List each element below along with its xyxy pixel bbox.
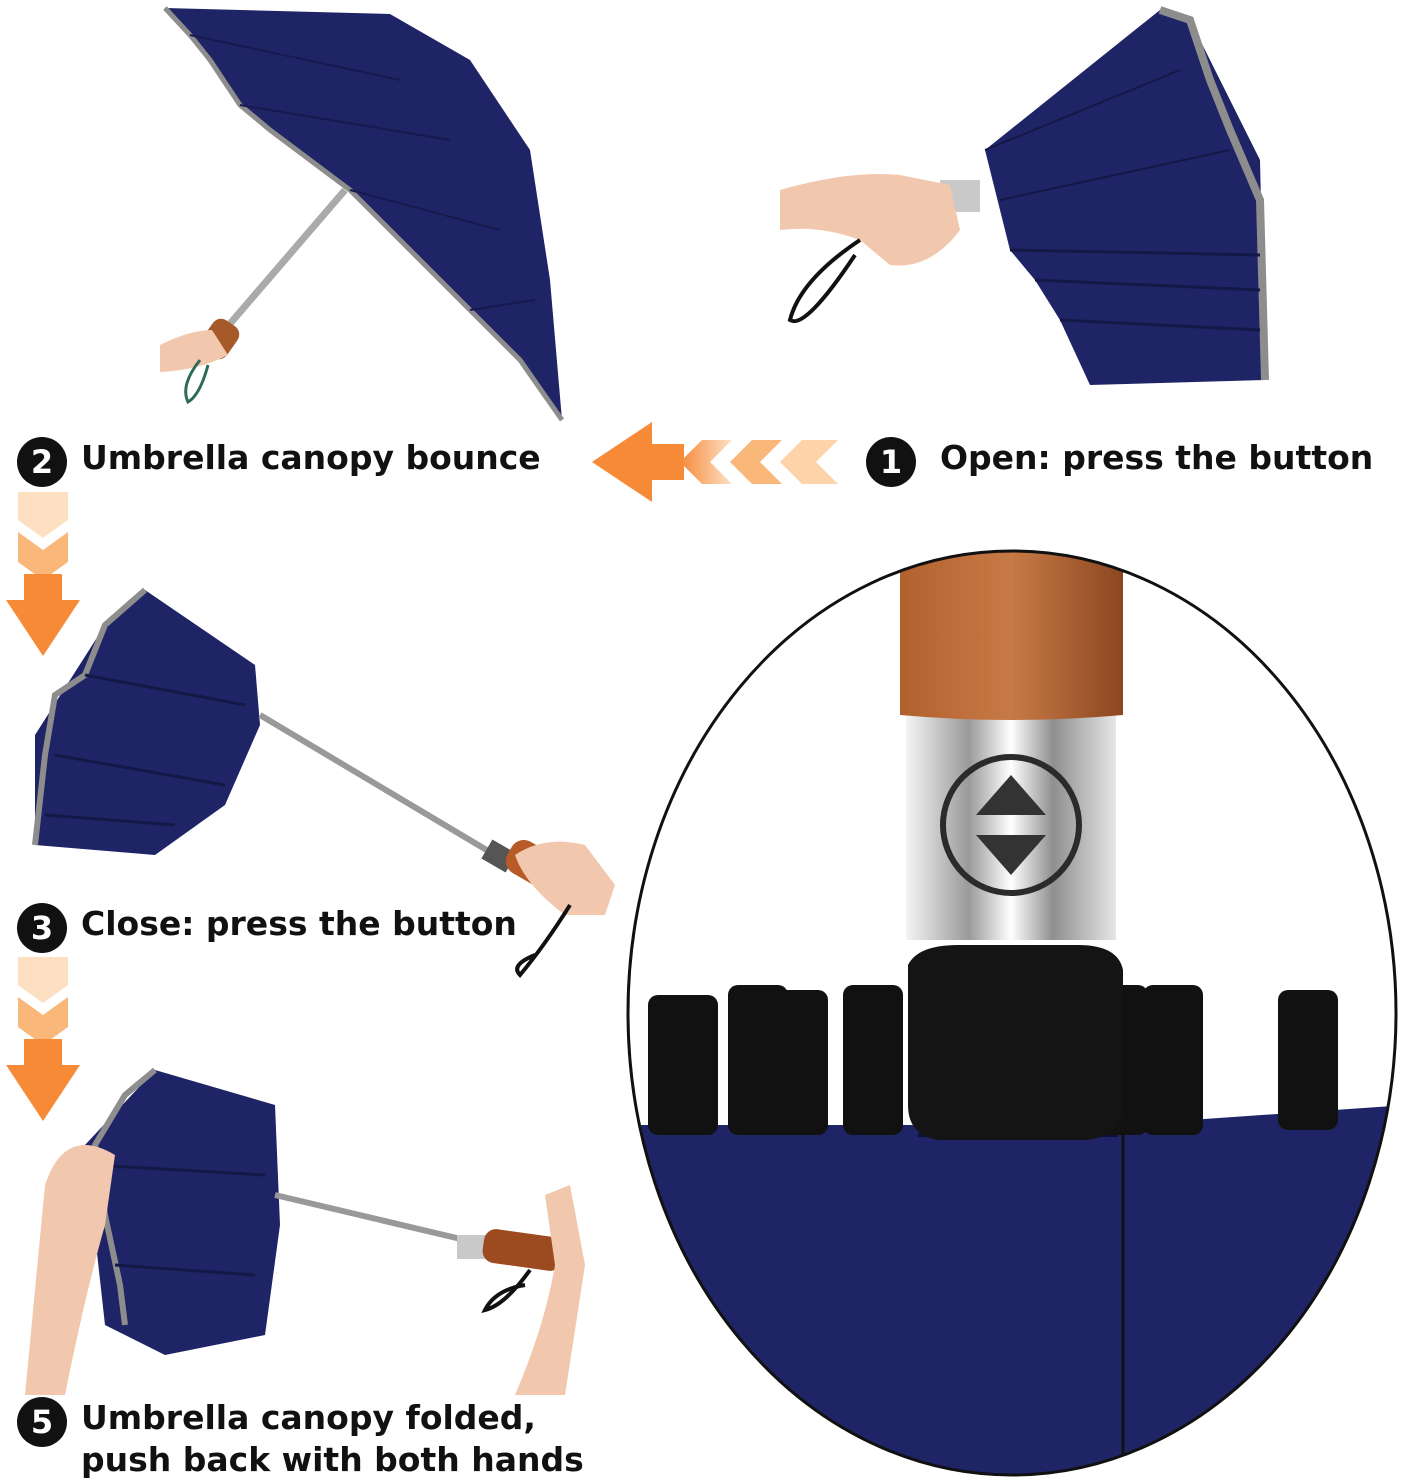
step-label: Close: press the button	[81, 904, 517, 943]
step-3: 3 Close: press the button	[17, 903, 517, 953]
step-number-badge: 5	[17, 1397, 67, 1447]
arrow-down-icon	[6, 957, 80, 1121]
arrow-left-icon	[592, 422, 838, 502]
step-number-badge: 1	[866, 437, 916, 487]
step-number-badge: 3	[17, 903, 67, 953]
step-label: Umbrella canopy bounce	[81, 438, 541, 477]
open-umbrella-image	[160, 6, 565, 422]
closing-umbrella-image	[32, 587, 615, 978]
open-button-umbrella-image	[780, 6, 1269, 385]
step-2: 2 Umbrella canopy bounce	[17, 437, 541, 487]
arrow-down-icon	[6, 492, 80, 656]
button-closeup-image	[626, 549, 1398, 1477]
step-5: 5 Umbrella canopy folded, push back with…	[17, 1397, 584, 1481]
step-label-line-1: Umbrella canopy folded,	[81, 1398, 536, 1437]
folded-umbrella-image	[25, 1067, 585, 1395]
step-number-badge: 2	[17, 437, 67, 487]
step-label: Open: press the button	[940, 438, 1374, 477]
step-label: Umbrella canopy folded, push back with b…	[81, 1397, 584, 1481]
step-1: 1 Open: press the button	[866, 437, 1373, 487]
step-label-line-2: push back with both hands	[81, 1440, 584, 1479]
